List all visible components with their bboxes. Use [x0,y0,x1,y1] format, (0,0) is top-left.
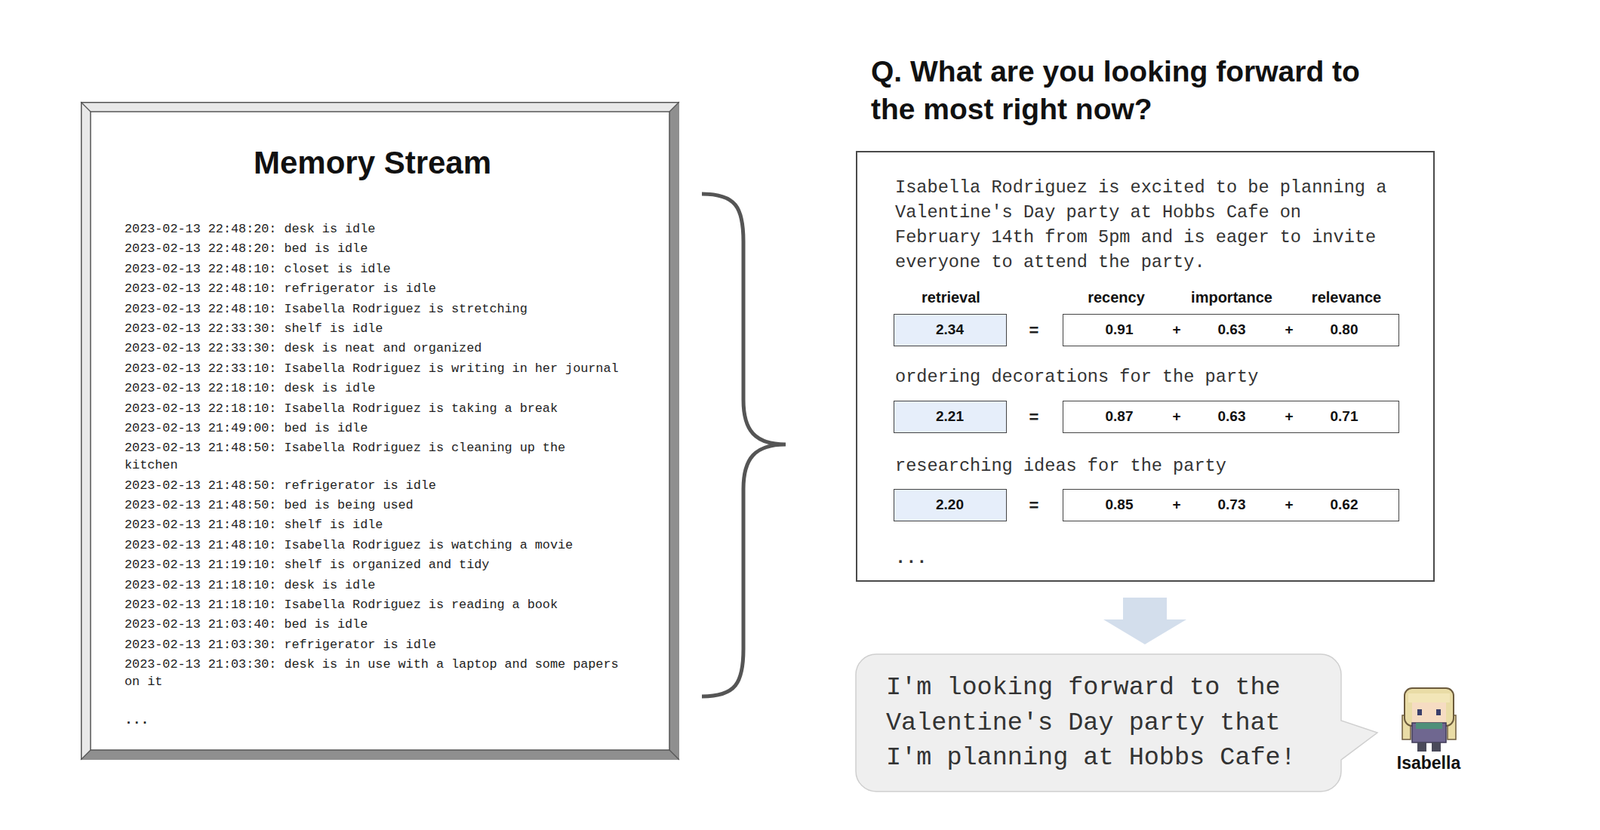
equals-sign: = [1022,496,1046,515]
frame-border [81,102,680,760]
block-arrow [1103,597,1187,645]
panel-title: Memory Stream [80,144,665,182]
memory-entry: 2023-02-13 22:48:10: closet is idle [124,260,623,278]
score-value: 0.85 [1089,489,1150,520]
speech-bubble: I'm looking forward to the Valentine's D… [855,654,1342,792]
memory-list: 2023-02-13 22:48:20: desk is idle 2023-02… [124,220,623,730]
plus-sign: + [1146,489,1207,520]
memory-entry: 2023-02-13 22:18:10: Isabella Rodriguez … [124,400,623,418]
column-header: relevance [1293,288,1400,307]
score-value: 2.20 [894,489,1006,520]
memory-entry: 2023-02-13 21:18:10: desk is idle [124,576,623,594]
memory-entry: 2023-02-13 22:48:10: Isabella Rodriguez … [124,300,623,318]
retrieval-panel: retrieval2.34recencyimportancerelevance0… [855,150,1435,582]
score-value: 0.87 [1089,401,1150,432]
memory-entry: 2023-02-13 22:33:30: desk is neat and or… [124,339,623,357]
bangs [1408,693,1450,703]
memory-entry: 2023-02-13 21:48:10: Isabella Rodriguez … [124,536,623,554]
plus-sign: + [1258,489,1320,520]
eye [1417,709,1422,716]
curly-brace [701,193,786,697]
memory-entry: 2023-02-13 22:48:20: desk is idle [124,220,623,238]
frame-corner [80,101,91,112]
memory-text: ordering decorations for the party [895,364,1392,390]
memory-entry: 2023-02-13 21:48:50: refrigerator is idl… [124,476,623,495]
frame-bevel [80,750,680,760]
score-components-box: 0.87+0.63+0.71 [1062,400,1400,434]
column-header: retrieval [879,288,1023,307]
eye [1436,709,1441,716]
equals-sign: = [1022,408,1046,427]
memory-entry: 2023-02-13 21:03:30: desk is in use with… [124,655,623,691]
score-value: 0.63 [1201,314,1262,345]
memory-stream-panel: 2023-02-13 22:48:20: desk is idle 2023-02… [80,101,680,760]
memory-entry: 2023-02-13 22:33:30: shelf is idle [124,320,623,338]
plus-sign: + [1258,401,1320,432]
frame-bevel [669,101,680,760]
memory-entry: 2023-02-13 21:48:50: Isabella Rodriguez … [124,439,623,474]
score-components-box: 0.85+0.73+0.62 [1062,489,1400,522]
retrieval-score-box: retrieval2.34 [893,313,1007,347]
jacket [1412,723,1447,743]
equals-sign: = [1022,321,1046,340]
score-value: 2.21 [894,401,1006,432]
memory-entry: 2023-02-13 21:49:00: bed is idle [124,419,623,437]
plus-sign: + [1258,314,1320,345]
memory-text: researching ideas for the party [895,453,1392,479]
score-value: 2.34 [894,314,1006,345]
frame-corner [80,750,91,760]
score-value: 0.63 [1201,401,1262,432]
bubble-shape [855,654,1378,792]
memory-entry: 2023-02-13 21:48:50: bed is being used [124,496,623,514]
scarf [1415,723,1443,730]
memory-entry: 2023-02-13 21:03:30: refrigerator is idl… [124,636,623,654]
memory-entry: 2023-02-13 21:03:40: bed is idle [124,615,623,634]
leg [1431,742,1441,752]
column-header: recency [1063,288,1170,307]
ellipsis: ... [895,545,986,571]
memory-entry: 2023-02-13 22:18:10: desk is idle [124,379,623,397]
leg [1417,742,1427,752]
face [1412,701,1447,724]
frame-corner [669,101,680,112]
plus-sign: + [1146,401,1207,432]
frame-inner [90,111,670,751]
memory-entry: 2023-02-13 22:48:10: refrigerator is idl… [124,280,623,298]
score-value: 0.91 [1089,314,1150,345]
memory-entry: 2023-02-13 22:33:10: Isabella Rodriguez … [124,360,623,378]
memory-text: Isabella Rodriguez is excited to be plan… [895,175,1392,275]
memory-entry: 2023-02-13 22:48:20: bed is idle [124,240,623,258]
character-name: Isabella [1383,753,1474,773]
plus-sign: + [1146,314,1207,345]
column-header: importance [1178,288,1285,307]
retrieval-score-box: 2.20 [893,489,1007,522]
ellipsis: ... [124,711,623,730]
hair [1404,688,1454,727]
memory-entry: 2023-02-13 21:19:10: shelf is organized … [124,556,623,574]
frame-corner [669,750,680,760]
speech-text: I'm looking forward to the Valentine's D… [886,670,1302,776]
isabella-sprite [1402,688,1456,752]
question-heading: Q. What are you looking forward to the m… [870,52,1400,129]
score-value: 0.73 [1201,489,1262,520]
score-value: 0.71 [1313,401,1375,432]
score-value: 0.80 [1313,314,1375,345]
retrieval-score-box: 2.21 [893,400,1007,434]
score-value: 0.62 [1313,489,1375,520]
score-components-box: recencyimportancerelevance0.91+0.63+0.80 [1062,313,1400,347]
memory-entry: 2023-02-13 21:18:10: Isabella Rodriguez … [124,596,623,614]
memory-entry: 2023-02-13 21:48:10: shelf is idle [124,516,623,534]
